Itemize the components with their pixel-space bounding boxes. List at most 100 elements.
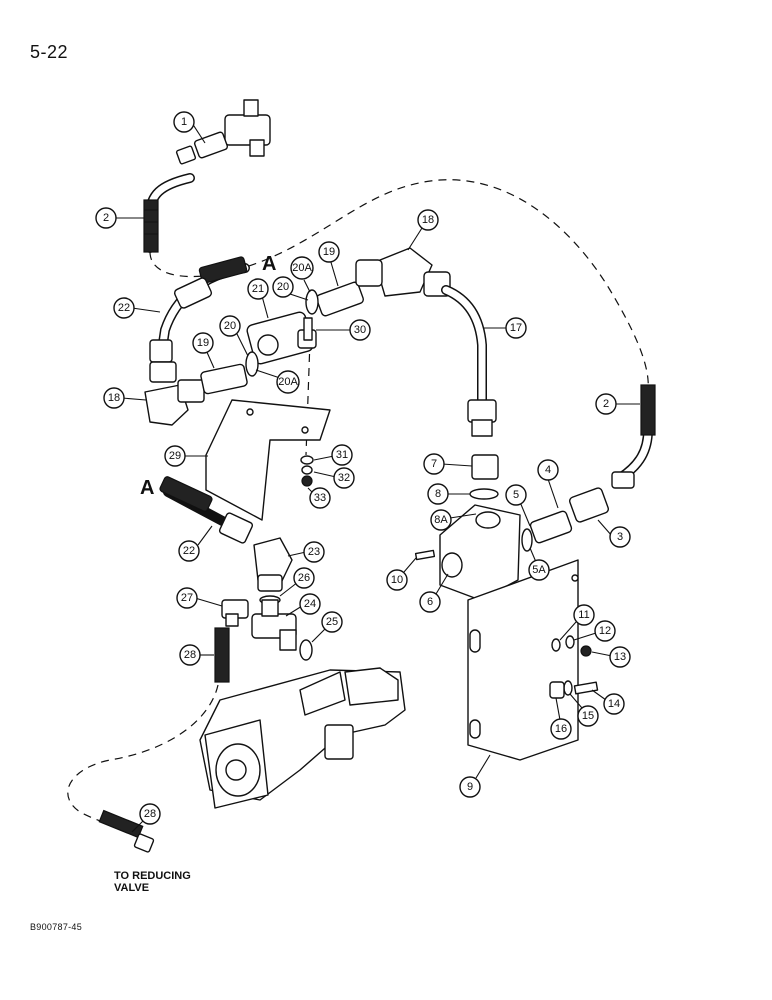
callout-label: 2 [603, 398, 609, 410]
callout-19-upper: 19 [318, 241, 340, 287]
callout-17: 17 [484, 317, 527, 339]
callout-29: 29 [164, 445, 208, 467]
callout-label: 20A [292, 262, 312, 274]
elbow-fitting-18-right [355, 247, 451, 297]
callout-20A-lower: 20A [255, 369, 300, 394]
callout-label: 18 [108, 392, 120, 404]
callout-19-lower: 19 [192, 332, 215, 369]
callout-22-lower: 22 [178, 525, 213, 562]
callout-6: 6 [419, 573, 449, 613]
callout-label: 4 [545, 464, 551, 476]
lockwasher-32 [301, 465, 313, 475]
o-ring-5A [521, 528, 533, 552]
callout-label: 8A [434, 514, 448, 526]
callout-label: 16 [555, 723, 567, 735]
callout-label: 23 [308, 546, 320, 558]
callout-5: 5 [505, 484, 531, 527]
hose-assembly-22-upper [149, 256, 250, 363]
callout-10: 10 [386, 557, 417, 591]
callout-21: 21 [247, 278, 269, 319]
callout-18-left: 18 [103, 387, 147, 409]
callout-11: 11 [559, 604, 595, 641]
washer-15 [563, 680, 573, 696]
callout-label: 31 [336, 449, 348, 461]
callout-28-upper: 28 [179, 644, 214, 666]
note-line-2: VALVE [114, 882, 150, 894]
elbow-fitting-18-left [144, 361, 205, 426]
o-ring-8 [469, 488, 499, 500]
callout-7: 7 [423, 453, 473, 475]
callout-9: 9 [459, 754, 491, 798]
callout-label: 15 [582, 710, 594, 722]
callout-2-left: 2 [95, 207, 144, 229]
callout-28-lower: 28 [131, 803, 161, 833]
callout-label: 7 [431, 458, 437, 470]
callout-label: 11 [578, 609, 589, 621]
callout-label: 12 [599, 625, 611, 637]
section-marker-a-upper: A [262, 253, 276, 275]
tube-17 [441, 285, 497, 437]
callout-label: 20 [224, 320, 236, 332]
callout-31: 31 [313, 444, 353, 466]
callout-label: 27 [181, 592, 193, 604]
callout-label: 6 [427, 596, 433, 608]
callout-label: 3 [617, 531, 623, 543]
callout-4: 4 [537, 459, 559, 509]
hose-assembly-28-lower [98, 809, 155, 853]
hydraulic-pump [199, 667, 406, 809]
o-ring-20A-lower [245, 351, 259, 377]
callout-30: 30 [316, 319, 371, 341]
elbow-fitting-23 [253, 537, 293, 592]
callout-20-lower: 20 [219, 315, 249, 357]
callout-label: 26 [298, 572, 310, 584]
callout-5A: 5A [528, 547, 550, 581]
callout-label: 22 [118, 302, 130, 314]
callout-label: 25 [326, 616, 338, 628]
callout-label: 5 [513, 489, 519, 501]
nut-16 [549, 681, 565, 699]
tee-fitting-1 [175, 99, 271, 165]
callout-16: 16 [550, 697, 572, 740]
o-ring-20A-upper [305, 289, 319, 315]
callout-label: 20 [277, 281, 289, 293]
callout-8A: 8A [430, 509, 477, 531]
callout-label: 9 [467, 781, 473, 793]
adapter-19-lower [200, 363, 248, 395]
valve-body-21 [246, 311, 317, 365]
figure-code: B900787-45 [30, 922, 83, 932]
hose-assembly-2-upper [143, 173, 195, 253]
nut-33 [301, 475, 313, 487]
hose-assembly-22-lower [159, 476, 254, 544]
lockwasher-12 [565, 635, 575, 649]
adapter-19-upper [315, 281, 365, 317]
mounting-bracket-29 [205, 399, 331, 521]
callout-label: 30 [354, 324, 366, 336]
callout-15: 15 [569, 693, 599, 727]
section-marker-a-lower: A [140, 477, 154, 499]
callout-2-right: 2 [595, 393, 640, 415]
callout-12: 12 [573, 620, 616, 642]
callout-23: 23 [287, 541, 325, 563]
callout-33: 33 [307, 487, 331, 509]
callout-label: 20A [278, 376, 298, 388]
nut-13 [580, 645, 592, 657]
callout-label: 5A [532, 564, 546, 576]
o-ring-25 [299, 639, 313, 661]
callout-20A-upper: 20A [290, 256, 314, 293]
callout-label: 17 [510, 322, 522, 334]
adapter-7 [471, 454, 499, 480]
screw-10 [414, 549, 436, 561]
callout-label: 10 [391, 574, 403, 586]
callout-label: 1 [181, 116, 187, 128]
hose-assembly-2-right [611, 384, 656, 489]
callout-label: 18 [422, 214, 434, 226]
bolt-14 [573, 681, 599, 695]
hose-assembly-28-upper [214, 627, 230, 683]
bolt-guide-line [305, 339, 311, 456]
callout-label: 24 [304, 598, 316, 610]
callout-label: 19 [323, 246, 335, 258]
callout-label: 33 [314, 492, 326, 504]
elbow-fitting-27 [221, 599, 249, 627]
callout-8: 8 [427, 483, 470, 505]
